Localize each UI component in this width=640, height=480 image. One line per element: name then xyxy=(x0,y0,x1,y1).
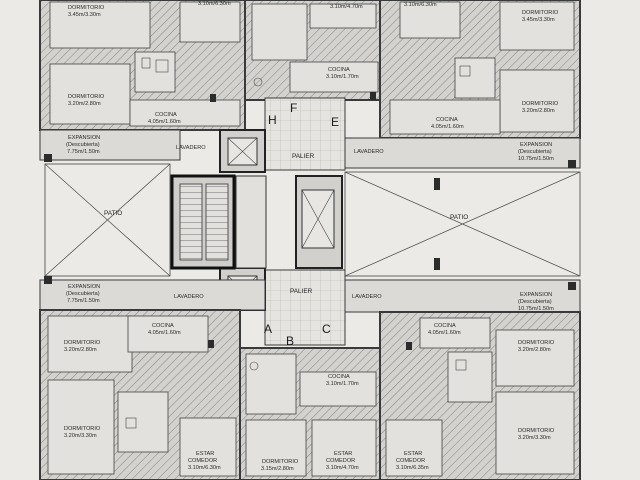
br-dorm2-label: DORMITORIO xyxy=(518,428,555,434)
br-cocina-label: COCINA xyxy=(434,323,456,329)
tr-dorm1-dims: 3.45m/3.30m xyxy=(522,17,555,23)
letter-a: A xyxy=(264,322,272,336)
column-markers xyxy=(44,92,576,350)
tr-dorm2-label: DORMITORIO xyxy=(522,101,559,107)
tr-top-dims: 3.10m/6.30m xyxy=(404,2,437,8)
unit-top-center: 3.10m/4.70m COCINA 3.10m/1.70m xyxy=(244,0,381,101)
expansion-top-left: EXPANSION (Descubierta) 7.75m/1.50m LAVA… xyxy=(39,129,206,161)
letter-e: E xyxy=(331,115,339,129)
br-dorm2-dims: 3.20m/3.30m xyxy=(518,435,551,441)
letter-b: B xyxy=(286,334,294,348)
tl-dorm2-label: DORMITORIO xyxy=(68,94,105,100)
bl-expansion-note: (Descubierta) xyxy=(66,291,100,297)
tl-expansion-dims: 7.75m/1.50m xyxy=(67,149,100,155)
bl-comedor-label: COMEDOR xyxy=(188,458,217,464)
tl-dorm1-label: DORMITORIO xyxy=(68,5,105,11)
unit-top-right: 3.10m/6.30m DORMITORIO 3.45m/3.30m DORMI… xyxy=(379,0,581,139)
bc-dorm-label: DORMITORIO xyxy=(262,459,299,465)
bl-estar-label: ESTAR xyxy=(196,451,214,457)
tl-dorm1-dims: 3.45m/3.30m xyxy=(68,12,101,18)
palier-bottom-label: PALIER xyxy=(290,288,313,295)
letter-f: F xyxy=(290,101,297,115)
bc-comedor-label: COMEDOR xyxy=(326,458,355,464)
bl-dorm1-dims: 3.20m/2.80m xyxy=(64,347,97,353)
bc-dorm-dims: 3.15m/2.80m xyxy=(261,466,294,472)
tl-dorm2-dims: 3.20m/2.80m xyxy=(68,101,101,107)
bl-dorm2-label: DORMITORIO xyxy=(64,426,101,432)
bc-cocina-label: COCINA xyxy=(328,374,350,380)
tr-expansion-note: (Descubierta) xyxy=(518,149,552,155)
bl-dorm1-label: DORMITORIO xyxy=(64,340,101,346)
bl-dorm2-dims: 3.20m/3.30m xyxy=(64,433,97,439)
tr-lavadero-label: LAVADERO xyxy=(354,149,384,155)
bl-lavadero-label: LAVADERO xyxy=(174,294,204,300)
tr-expansion-dims: 10.75m/1.50m xyxy=(518,156,554,162)
br-comedor-label: COMEDOR xyxy=(396,458,425,464)
tr-expansion-label: EXPANSION xyxy=(520,142,552,148)
unit-bottom-center: DORMITORIO 3.15m/2.80m COCINA 3.10m/1.70… xyxy=(239,347,381,480)
br-estar-dims: 3.10m/6.35m xyxy=(396,465,429,471)
tl-expansion-label: EXPANSION xyxy=(68,135,100,141)
bl-expansion-label: EXPANSION xyxy=(68,284,100,290)
tl-cocina-label: COCINA xyxy=(155,112,177,118)
tl-expansion-note: (Descubierta) xyxy=(66,142,100,148)
tl-top-dims: 3.10m/6.30m xyxy=(198,1,231,7)
tc-cocina-label: COCINA xyxy=(328,67,350,73)
tl-lavadero-label: LAVADERO xyxy=(176,145,206,151)
br-dorm1-label: DORMITORIO xyxy=(518,340,555,346)
br-expansion-dims: 10.75m/1.50m xyxy=(518,306,554,312)
bl-estar-dims: 3.10m/6.30m xyxy=(188,465,221,471)
tc-cocina-dims: 3.10m/1.70m xyxy=(326,74,359,80)
letter-h: H xyxy=(268,113,277,127)
expansion-top-right: LAVADERO EXPANSION (Descubierta) 10.75m/… xyxy=(344,137,581,169)
patio-left: PATIO xyxy=(44,163,171,277)
bc-estar-label: ESTAR xyxy=(334,451,352,457)
patio-right-label: PATIO xyxy=(450,214,468,221)
bl-cocina-label: COCINA xyxy=(152,323,174,329)
tr-cocina-dims: 4.05m/1.60m xyxy=(431,124,464,130)
tc-top-dims: 3.10m/4.70m xyxy=(330,4,363,10)
bc-estar-dims: 3.10m/4.70m xyxy=(326,465,359,471)
br-dorm1-dims: 3.20m/2.80m xyxy=(518,347,551,353)
br-lavadero-label: LAVADERO xyxy=(352,294,382,300)
tr-cocina-label: COCINA xyxy=(436,117,458,123)
unit-bottom-left: COCINA 4.05m/1.60m DORMITORIO 3.20m/2.80… xyxy=(39,309,241,480)
tl-cocina-dims: 4.05m/1.60m xyxy=(148,119,181,125)
br-estar-label: ESTAR xyxy=(404,451,422,457)
tr-dorm2-dims: 3.20m/2.80m xyxy=(522,108,555,114)
br-expansion-note: (Descubierta) xyxy=(518,299,552,305)
tr-dorm1-label: DORMITORIO xyxy=(522,10,559,16)
unit-letters: H F E A B C xyxy=(264,101,339,348)
br-expansion-label: EXPANSION xyxy=(520,292,552,298)
unit-bottom-right: COCINA 4.05m/1.60m DORMITORIO 3.20m/2.80… xyxy=(379,311,581,480)
br-cocina-dims: 4.05m/1.60m xyxy=(428,330,461,336)
letter-c: C xyxy=(322,322,331,336)
expansion-bottom-right: LAVADERO EXPANSION (Descubierta) 10.75m/… xyxy=(344,279,581,313)
patio-right: PATIO xyxy=(344,171,581,277)
expansion-bottom-left: EXPANSION (Descubierta) 7.75m/1.50m LAVA… xyxy=(39,279,266,311)
bc-cocina-dims: 3.10m/1.70m xyxy=(326,381,359,387)
palier-top-label: PALIER xyxy=(292,153,315,160)
patio-left-label: PATIO xyxy=(104,210,122,217)
bl-cocina-dims: 4.05m/1.60m xyxy=(148,330,181,336)
bl-expansion-dims: 7.75m/1.50m xyxy=(67,298,100,304)
unit-top-left: DORMITORIO 3.45m/3.30m DORMITORIO 3.20m/… xyxy=(39,0,246,131)
